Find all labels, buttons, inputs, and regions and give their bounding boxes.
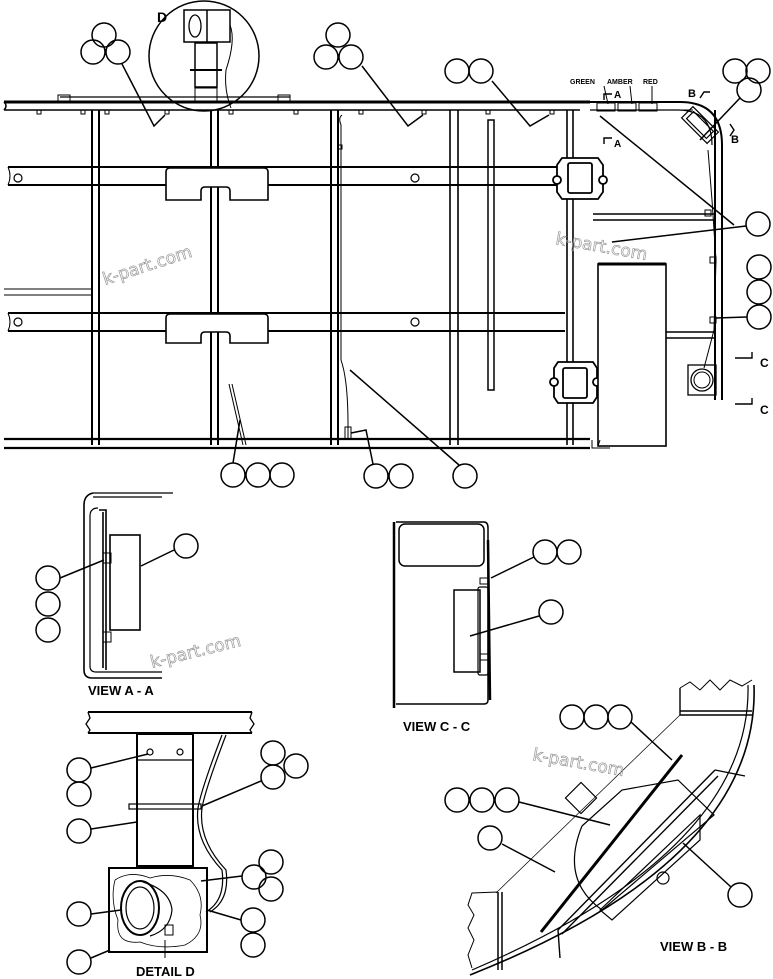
view-c-title: VIEW C - C [403, 719, 471, 734]
section-marker-a-bottom: A [614, 139, 621, 150]
watermark: k-part.com [531, 745, 626, 781]
section-arrows [603, 91, 753, 405]
view-a-a [35, 492, 199, 679]
detail-d [66, 711, 309, 975]
wire-label-amber: AMBER [607, 79, 633, 86]
wire-label-green: GREEN [570, 79, 595, 86]
section-marker-b-top: B [688, 88, 696, 100]
section-marker-b-bottom: B [731, 134, 739, 146]
section-marker-c-top: C [760, 356, 769, 370]
main-view-callouts [80, 22, 772, 489]
view-c-c [392, 521, 582, 708]
main-view [3, 0, 723, 450]
detail-d-title: DETAIL D [136, 964, 195, 979]
view-b-title: VIEW B - B [660, 939, 727, 954]
watermark: k-part.com [554, 229, 649, 265]
watermark: k-part.com [100, 242, 194, 290]
wire-label-red: RED [643, 79, 658, 86]
section-marker-c-bottom: C [760, 403, 769, 417]
section-marker-a-top: A [614, 90, 621, 101]
view-b-b [444, 679, 755, 976]
detail-marker-d: D [157, 9, 167, 25]
view-a-title: VIEW A - A [88, 683, 154, 698]
watermark: k-part.com [148, 631, 243, 673]
